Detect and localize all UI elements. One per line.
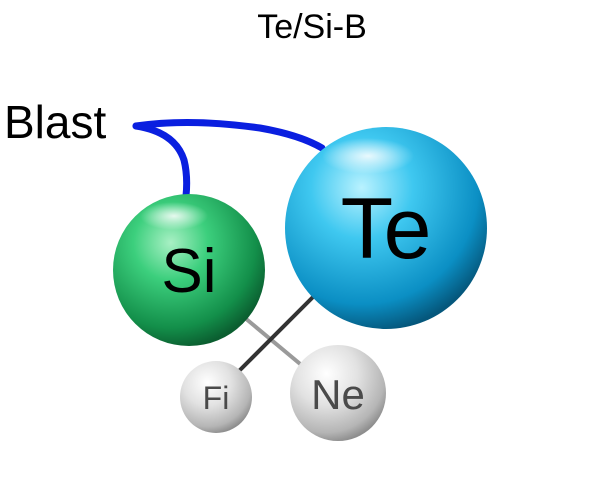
atom-si: Si (113, 194, 265, 346)
atom-ne-label: Ne (311, 371, 365, 418)
atom-si-label: Si (161, 237, 216, 306)
atom-ne: Ne (290, 345, 386, 441)
atom-te-sphere (285, 127, 487, 329)
blast-connector-line (132, 118, 326, 152)
bond-te-fi (230, 290, 320, 380)
atom-fi-sphere (180, 361, 252, 433)
atom-fi: Fi (180, 361, 252, 433)
diagram-title: Te/Si-B (257, 8, 367, 46)
atom-fi-label: Fi (203, 380, 230, 416)
atom-si-highlight (140, 202, 208, 230)
atom-si-sphere (113, 194, 265, 346)
bond-si-ne (243, 316, 307, 370)
atom-te-label: Te (341, 181, 432, 277)
blast-label: Blast (4, 96, 106, 148)
atom-te: Te (285, 127, 487, 329)
atom-ne-sphere (290, 345, 386, 441)
atom-te-highlight (322, 138, 414, 174)
blast-to-si-line (132, 122, 191, 200)
